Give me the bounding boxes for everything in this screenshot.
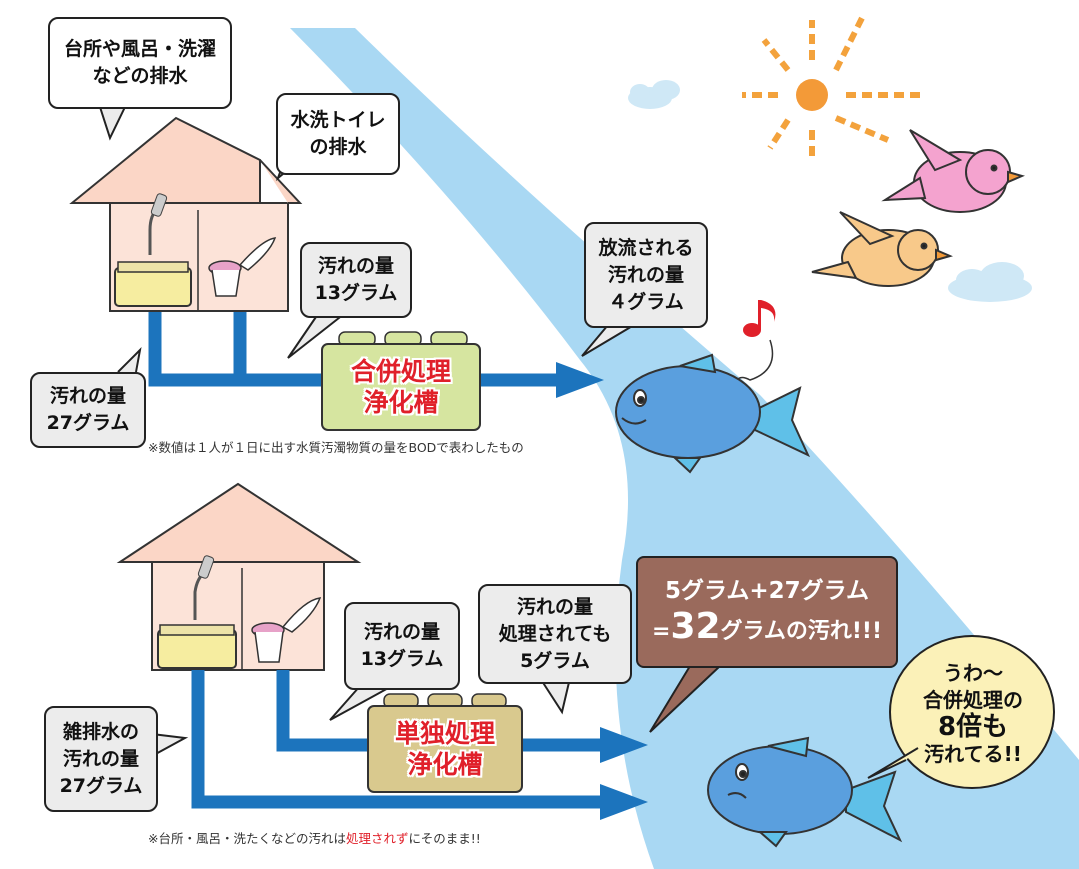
callout-line: =32グラムの汚れ!!! — [638, 605, 896, 651]
bubble-line: 水洗トイレ — [290, 109, 386, 131]
shout-line: うわ〜 — [943, 661, 1003, 685]
music-note-icon — [743, 300, 776, 337]
toilet-drain-bubble: 水洗トイレ の排水 — [276, 93, 400, 175]
processed-load-bubble: 汚れの量 処理されても 5グラム — [478, 584, 632, 684]
callout-line: 5グラム+27グラム — [665, 577, 869, 604]
tank-label-line: 単独処理 — [394, 719, 495, 748]
cloud-icon — [948, 262, 1032, 302]
fish-icon — [615, 353, 811, 474]
kitchen-drain-bubble: 台所や風呂・洗濯 などの排水 — [48, 17, 232, 109]
fish-icon — [707, 736, 903, 848]
bubble-line: の排水 — [309, 136, 367, 158]
top-flow-arrow — [556, 362, 604, 398]
top-toilet-load-bubble: 汚れの量 13グラム — [300, 242, 412, 318]
callout-suffix: グラムの汚れ!!! — [720, 618, 882, 644]
sun-icon — [742, 16, 924, 158]
bottom-footnote: ※台所・風呂・洗たくなどの汚れは処理されずにそのまま!! — [148, 828, 481, 847]
tank-label-line: 浄化槽 — [363, 388, 439, 417]
shout-bubble — [867, 635, 1055, 789]
bird-icon — [811, 211, 953, 287]
total-pollution-callout: 5グラム+27グラム =32グラムの汚れ!!! — [636, 556, 898, 668]
bird-icon — [881, 129, 1025, 213]
single-tank-icon — [367, 693, 523, 793]
bottom-toilet-load-bubble: 汚れの量 13グラム — [344, 602, 460, 690]
bubble-line: 雑排水の — [62, 720, 139, 743]
bubble-line: 汚れの量 — [49, 385, 126, 407]
gray-water-load-bubble: 雑排水の 汚れの量 27グラム — [44, 706, 158, 812]
fish-shout-text: うわ〜 合併処理の 8倍も 汚れてる!! — [904, 644, 1042, 784]
callout-number: 32 — [670, 605, 721, 647]
shower-icon — [193, 555, 215, 620]
bubble-line: ４グラム — [608, 290, 684, 313]
bubble-line: 27グラム — [59, 774, 143, 797]
bubble-line: 放流される — [598, 236, 694, 259]
bubble-line: 13グラム — [360, 648, 444, 670]
bubble-line: 27グラム — [46, 412, 130, 434]
tank-label-line: 浄化槽 — [407, 750, 483, 779]
merged-tank-label: 合併処理 浄化槽 — [322, 356, 480, 418]
footnote-text: にそのまま!! — [408, 831, 481, 846]
house-icon — [116, 482, 362, 671]
bottom-flow-arrow — [600, 727, 648, 763]
bubble-line: 13グラム — [314, 282, 398, 304]
bubble-line: 汚れの量 — [607, 263, 684, 286]
shout-line: 汚れてる!! — [924, 742, 1022, 766]
bathtub-icon — [114, 261, 192, 307]
bubble-line: 汚れの量 — [62, 747, 139, 770]
merged-tank-icon — [321, 331, 481, 431]
bubble-line: 汚れの量 — [317, 255, 394, 277]
callout-equals: = — [652, 618, 671, 644]
footnote-text: ※台所・風呂・洗たくなどの汚れは — [148, 831, 346, 846]
bubble-line: などの排水 — [92, 65, 188, 87]
cloud-icon — [628, 80, 680, 109]
top-kitchen-load-bubble: 汚れの量 27グラム — [30, 372, 146, 448]
bubble-line: 汚れの量 — [516, 595, 593, 618]
bubble-line: 汚れの量 — [363, 621, 440, 643]
bubble-tails — [99, 106, 721, 757]
footnote-emphasis: 処理されず — [345, 831, 409, 846]
bathtub-icon — [157, 624, 237, 669]
discharge-load-bubble: 放流される 汚れの量 ４グラム — [584, 222, 708, 328]
top-footnote: ※数値は１人が１日に出す水質汚濁物質の量をBODで表わしたもの — [148, 440, 524, 455]
bottom-flow-arrow — [600, 784, 648, 820]
bubble-line: 処理されても — [498, 622, 612, 645]
tank-label-line: 合併処理 — [350, 357, 451, 386]
shout-line: 合併処理の — [923, 688, 1023, 712]
shower-icon — [148, 193, 168, 255]
single-tank-label: 単独処理 浄化槽 — [368, 718, 522, 780]
shout-line: 8倍も — [937, 712, 1009, 742]
toilet-icon — [208, 237, 277, 297]
toilet-icon — [251, 597, 322, 663]
bubble-line: 台所や風呂・洗濯 — [63, 38, 216, 60]
bubble-line: 5グラム — [520, 649, 590, 672]
